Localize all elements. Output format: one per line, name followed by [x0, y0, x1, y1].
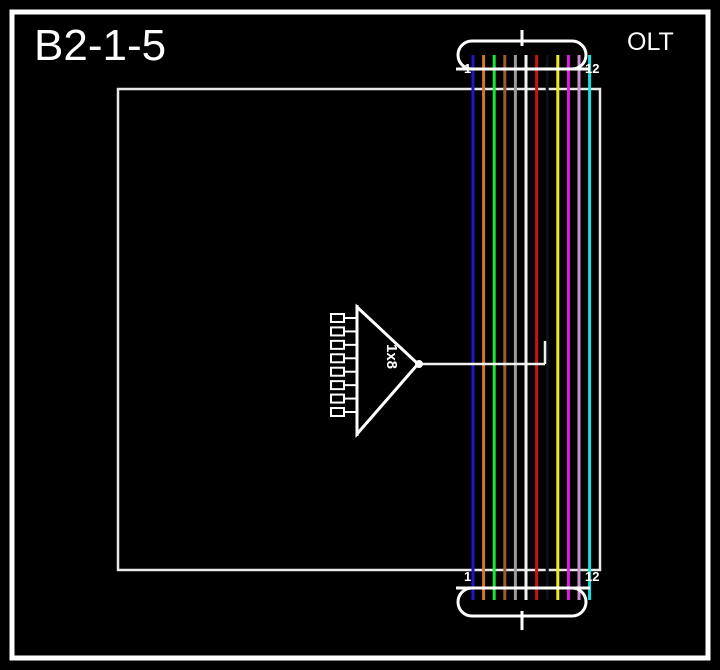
- splitter-output-port-2[interactable]: [330, 326, 345, 337]
- splitter-ratio-label: 1x8: [383, 343, 401, 370]
- splitter-output-port-1[interactable]: [330, 313, 345, 323]
- splitter-output-port-8[interactable]: [330, 407, 345, 417]
- bottom-port-number-last: 12: [585, 569, 600, 584]
- outer-frame: [9, 9, 711, 661]
- splitter-output-port-6[interactable]: [330, 380, 345, 391]
- fiber-ribbon-group: [471, 55, 592, 600]
- enclosure-rect: [116, 87, 602, 572]
- splitter-output-port-5[interactable]: [330, 366, 345, 377]
- top-connector[interactable]: [456, 30, 590, 71]
- bottom-port-number-first: 1: [464, 569, 472, 584]
- olt-label: OLT: [627, 28, 674, 56]
- top-port-number-last: 12: [585, 61, 600, 76]
- splitter-1x8[interactable]: [330, 303, 421, 439]
- bottom-connector[interactable]: [456, 586, 590, 630]
- top-port-number-first: 1: [464, 61, 472, 76]
- splitter-output-ports: [330, 313, 357, 417]
- splitter-output-port-3[interactable]: [330, 339, 345, 350]
- splitter-output-port-4[interactable]: [330, 353, 345, 364]
- splitter-output-port-7[interactable]: [330, 393, 345, 404]
- splitter-triangle: [355, 303, 421, 439]
- page-title: B2-1-5: [34, 21, 167, 70]
